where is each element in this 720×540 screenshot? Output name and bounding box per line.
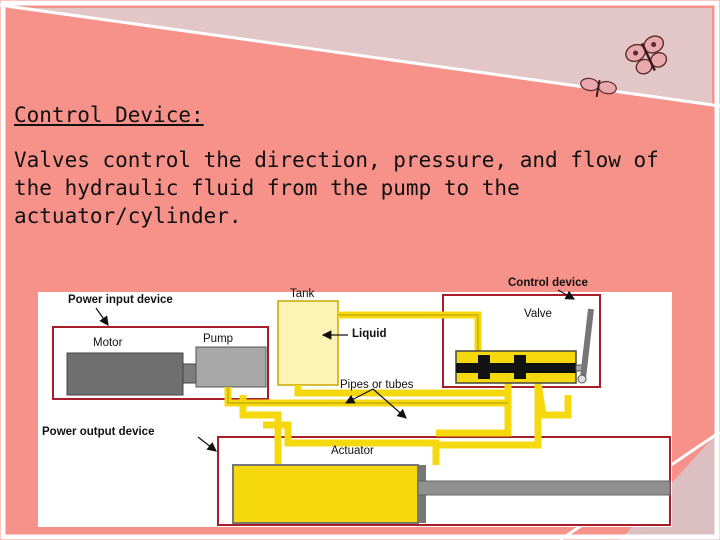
label-liquid: Liquid bbox=[352, 328, 387, 340]
body-paragraph: Valves control the direction, pressure, … bbox=[14, 148, 659, 228]
actuator-cylinder bbox=[232, 464, 419, 524]
hydraulic-system-diagram: Power input device Motor Pump Tank Liqui… bbox=[38, 275, 672, 527]
control-device-box bbox=[442, 294, 601, 388]
pump-block bbox=[195, 346, 267, 388]
label-motor: Motor bbox=[93, 337, 123, 349]
label-power-output-device: Power output device bbox=[42, 426, 155, 438]
diagram-drawing bbox=[38, 289, 672, 527]
section-heading: Control Device: bbox=[14, 103, 204, 127]
label-actuator: Actuator bbox=[331, 445, 374, 457]
butterfly-icon bbox=[625, 35, 668, 75]
power-input-box bbox=[52, 326, 269, 400]
tank-block bbox=[277, 300, 339, 386]
label-tank: Tank bbox=[290, 288, 315, 300]
butterfly-icon bbox=[580, 77, 617, 98]
actuator-rod bbox=[417, 480, 671, 496]
label-pipes-or-tubes: Pipes or tubes bbox=[340, 379, 414, 391]
motor-block bbox=[66, 352, 184, 396]
label-pump: Pump bbox=[203, 333, 234, 345]
label-power-input-device: Power input device bbox=[68, 294, 173, 306]
label-valve: Valve bbox=[524, 308, 552, 320]
label-control-device: Control device bbox=[508, 277, 588, 289]
